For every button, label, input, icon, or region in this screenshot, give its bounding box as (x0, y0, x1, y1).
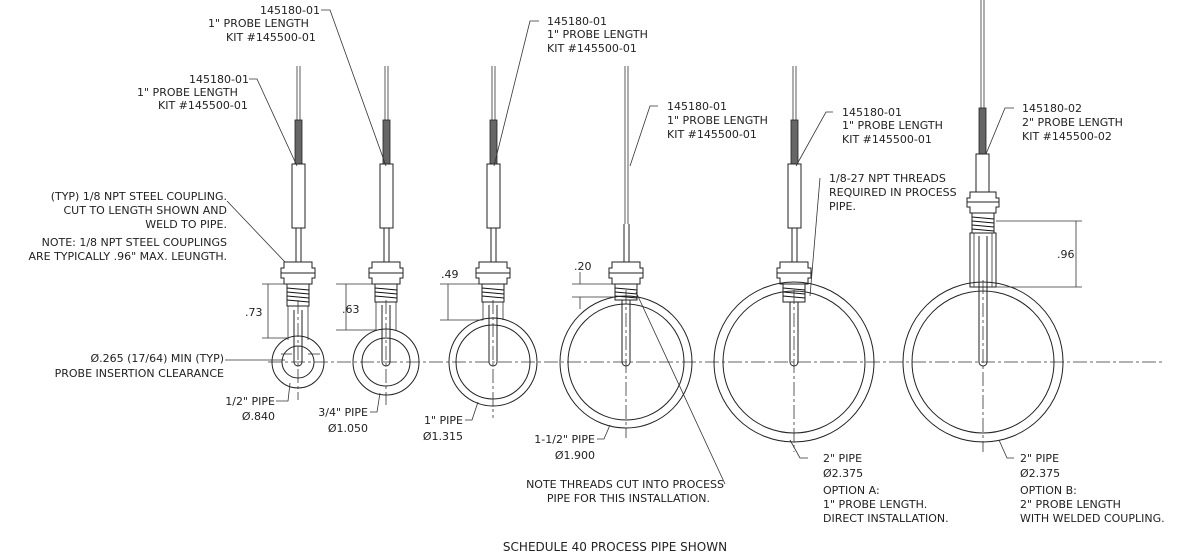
kit-part-number: 145180-01 (667, 100, 727, 113)
note-line: 1/8-27 NPT THREADS (829, 172, 946, 185)
pipe-size: 2" PIPE (1020, 452, 1059, 465)
note-line: NOTE THREADS CUT INTO PROCESS (526, 478, 724, 491)
callout-kit-3: 145180-01 1" PROBE LENGTH KIT #145500-01 (547, 15, 648, 55)
kit-probe-length: 1" PROBE LENGTH (137, 86, 238, 99)
pipe-diameter: Ø2.375 (823, 467, 863, 480)
assembly-half-inch: .73 (245, 66, 325, 400)
option-line: 1" PROBE LENGTH. (823, 498, 927, 511)
pipe-diameter: Ø1.900 (555, 449, 595, 462)
hex-fitting-2 (368, 261, 404, 285)
kit-part-number: 145180-01 (547, 15, 607, 28)
kit-number: KIT #145500-01 (547, 42, 637, 55)
hex-fitting-3 (475, 261, 511, 285)
note-coupling: (TYP) 1/8 NPT STEEL COUPLING. CUT TO LEN… (28, 190, 227, 263)
label-pipe-4: 1-1/2" PIPE Ø1.900 (534, 433, 595, 462)
dim-049: .49 (441, 268, 459, 281)
pipe-diameter: Ø2.375 (1020, 467, 1060, 480)
assembly-two-inch-option-a (713, 66, 875, 452)
dim-020: .20 (574, 260, 592, 273)
hex-fitting-5 (776, 261, 812, 285)
kit-probe-length: 1" PROBE LENGTH (842, 119, 943, 132)
note-npt-threads: 1/8-27 NPT THREADS REQUIRED IN PROCESS P… (829, 172, 957, 213)
note-clearance: Ø.265 (17/64) MIN (TYP) PROBE INSERTION … (55, 352, 224, 380)
kit-number: KIT #145500-02 (1022, 130, 1112, 143)
option-line: 2" PROBE LENGTH (1020, 498, 1121, 511)
pipe-size: 2" PIPE (823, 452, 862, 465)
kit-probe-length: 2" PROBE LENGTH (1022, 116, 1123, 129)
option-line: DIRECT INSTALLATION. (823, 512, 949, 525)
note-line: ARE TYPICALLY .96" MAX. LEUNGTH. (28, 250, 227, 263)
dim-096: .96 (1057, 248, 1075, 261)
pipe-size: 1/2" PIPE (225, 395, 275, 408)
note-line: CUT TO LENGTH SHOWN AND (64, 204, 228, 217)
kit-part-number: 145180-01 (842, 106, 902, 119)
pipe-size: 3/4" PIPE (318, 406, 368, 419)
lead-wire-5 (790, 119, 799, 165)
note-line: Ø.265 (17/64) MIN (TYP) (90, 352, 224, 365)
assembly-three-quarter-inch: .63 (336, 66, 420, 405)
option-line: OPTION A: (823, 484, 880, 497)
note-threads-cut: NOTE THREADS CUT INTO PROCESS PIPE FOR T… (526, 478, 724, 505)
assembly-one-inch: .49 (440, 66, 538, 418)
lead-wire-2 (382, 119, 391, 165)
label-pipe-6: 2" PIPE Ø2.375 OPTION B: 2" PROBE LENGTH… (1020, 452, 1165, 525)
callout-kit-2: 145180-01 1" PROBE LENGTH KIT #145500-01 (137, 73, 249, 112)
callout-kit-1: 145180-01 1" PROBE LENGTH KIT #145500-01 (208, 4, 320, 44)
label-pipe-3: 1" PIPE Ø1.315 (423, 414, 463, 443)
pipe-size: 1" PIPE (424, 414, 463, 427)
pipe-size: 1-1/2" PIPE (534, 433, 595, 446)
label-pipe-1: 1/2" PIPE Ø.840 (225, 395, 275, 423)
kit-part-number: 145180-02 (1022, 102, 1082, 115)
kit-part-number: 145180-01 (260, 4, 320, 17)
kit-number: KIT #145500-01 (158, 99, 248, 112)
note-line: PIPE FOR THIS INSTALLATION. (547, 492, 710, 505)
note-line: PROBE INSERTION CLEARANCE (55, 367, 224, 380)
kit-number: KIT #145500-01 (226, 31, 316, 44)
hex-fitting-6 (966, 191, 1000, 214)
kit-part-number: 145180-01 (189, 73, 249, 86)
note-line: WELD TO PIPE. (145, 218, 227, 231)
kit-probe-length: 1" PROBE LENGTH (208, 17, 309, 30)
pipe-diameter: Ø1.050 (328, 422, 368, 435)
pipe-diameter: Ø1.315 (423, 430, 463, 443)
option-line: OPTION B: (1020, 484, 1077, 497)
note-line: PIPE. (829, 200, 856, 213)
probe-sheath-1 (291, 163, 306, 229)
callout-kit-6: 145180-02 2" PROBE LENGTH KIT #145500-02 (1022, 102, 1123, 143)
leader-lines (225, 9, 1014, 485)
callout-kit-4: 145180-01 1" PROBE LENGTH KIT #145500-01 (667, 100, 768, 141)
option-line: WITH WELDED COUPLING. (1020, 512, 1165, 525)
lead-wire-6 (978, 107, 987, 155)
label-pipe-5: 2" PIPE Ø2.375 OPTION A: 1" PROBE LENGTH… (823, 452, 949, 525)
kit-probe-length: 1" PROBE LENGTH (547, 28, 648, 41)
kit-number: KIT #145500-01 (842, 133, 932, 146)
assembly-one-and-half-inch: .20 (559, 66, 693, 438)
lead-wire-1 (294, 119, 303, 165)
callout-kit-5: 145180-01 1" PROBE LENGTH KIT #145500-01 (842, 106, 943, 146)
note-line: (TYP) 1/8 NPT STEEL COUPLING. (51, 190, 227, 203)
pipe-diameter: Ø.840 (242, 410, 275, 423)
hex-fitting-4 (608, 261, 644, 285)
note-line: REQUIRED IN PROCESS (829, 186, 957, 199)
label-pipe-2: 3/4" PIPE Ø1.050 (318, 406, 368, 435)
kit-number: KIT #145500-01 (667, 128, 757, 141)
hex-fitting-1 (280, 261, 316, 285)
dim-073: .73 (245, 306, 263, 319)
note-line: NOTE: 1/8 NPT STEEL COUPLINGS (42, 236, 227, 249)
kit-probe-length: 1" PROBE LENGTH (667, 114, 768, 127)
dim-063: .63 (342, 303, 360, 316)
footer-caption: SCHEDULE 40 PROCESS PIPE SHOWN (503, 540, 727, 554)
assembly-two-inch-option-b: .96 (902, 0, 1082, 452)
